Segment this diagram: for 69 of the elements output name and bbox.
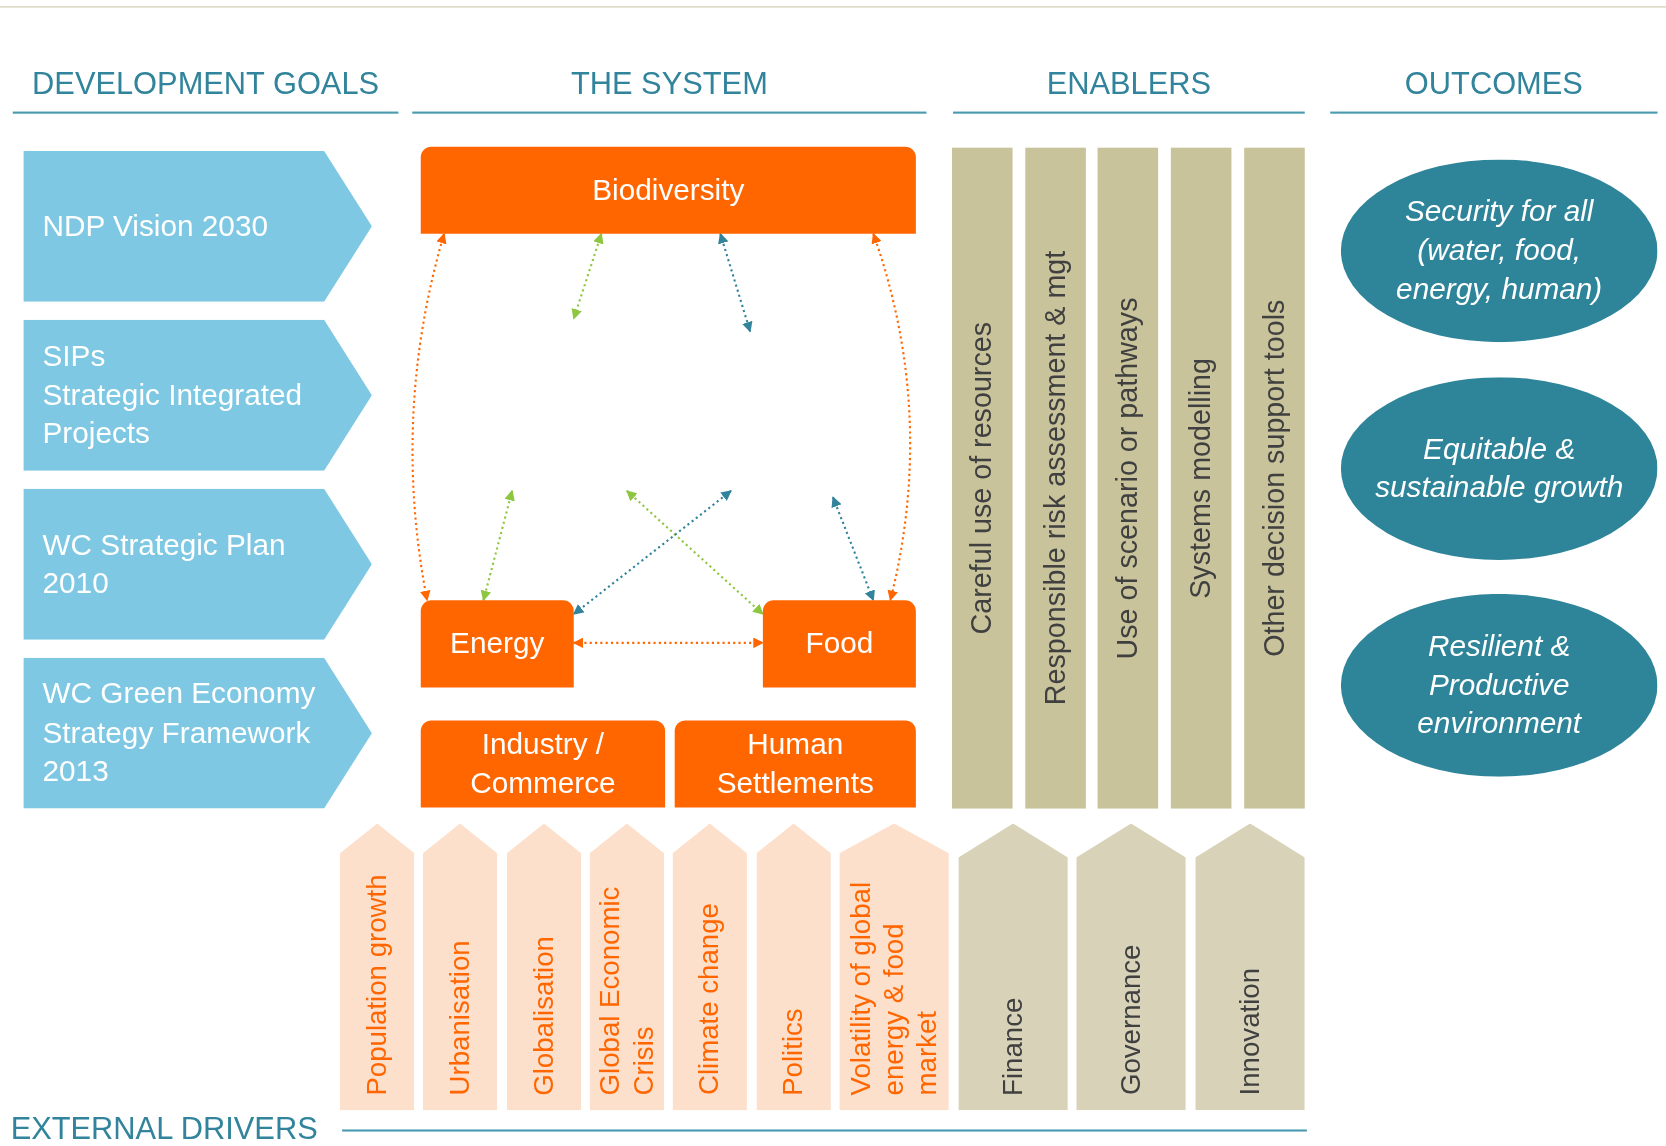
enabler-label: Careful use of resources	[965, 321, 999, 635]
double-arrow	[571, 232, 604, 320]
double-arrow	[718, 232, 753, 333]
goal-banner	[23, 319, 372, 471]
goal-text: SIPs	[42, 338, 107, 375]
system-box	[762, 600, 916, 688]
driver-label: Climate change	[693, 903, 727, 1096]
enabler-column	[1025, 147, 1086, 809]
system-box	[420, 146, 916, 234]
enabler-tab	[1195, 823, 1305, 1111]
column-heading: EXTERNAL DRIVERS	[10, 1111, 318, 1146]
driver-tab	[672, 823, 747, 1111]
driver-tab	[340, 823, 415, 1111]
enabler-label: Finance	[996, 997, 1030, 1096]
outcome-text: Equitable & sustainable growth	[1374, 431, 1625, 506]
driver-label: Population growth	[360, 874, 394, 1096]
double-arrow	[411, 232, 447, 602]
driver-label: Globalisation	[527, 935, 561, 1096]
system-label: Industry / Commerce	[469, 726, 617, 801]
column-heading: THE SYSTEM	[569, 65, 769, 101]
outcome-text: Resilient & Productive environment	[1416, 628, 1583, 742]
enabler-column	[1244, 147, 1305, 809]
system-label: Energy	[450, 625, 545, 662]
enabler-label: Use of scenario or pathways	[1110, 297, 1145, 660]
enabler-column	[952, 147, 1013, 809]
driver-label: Global Economic Crisis	[593, 885, 660, 1096]
system-box	[420, 600, 574, 688]
goal-text: Strategic Integrated Projects	[42, 377, 304, 452]
driver-label: Urbanisation	[443, 940, 477, 1096]
enabler-column	[1097, 147, 1159, 809]
double-arrow	[831, 496, 875, 602]
enabler-tab	[1076, 823, 1186, 1111]
driver-label: Politics	[777, 1007, 810, 1096]
enabler-label: Governance	[1114, 944, 1148, 1096]
system-label: Food	[805, 625, 874, 662]
goal-text: WC Green Economy Strategy Framework 2013	[42, 676, 317, 790]
system-box	[674, 720, 916, 808]
enabler-column	[1170, 147, 1232, 809]
system-label: Human Settlements	[715, 726, 875, 801]
goal-banner	[23, 488, 372, 640]
outcome-text: Security for all (water, food, energy, human)	[1395, 193, 1604, 308]
outcome-ellipse	[1340, 159, 1658, 343]
column-heading: OUTCOMES	[1403, 65, 1584, 101]
double-arrow	[572, 490, 732, 615]
enabler-label: Other decision support tools	[1257, 299, 1292, 657]
driver-tab	[589, 823, 665, 1111]
double-arrow	[626, 490, 764, 615]
goal-text: WC Strategic Plan 2010	[42, 526, 287, 602]
driver-tab	[839, 823, 949, 1111]
goal-banner	[23, 150, 372, 302]
double-arrow	[480, 489, 515, 602]
goal-banner	[23, 657, 372, 809]
driver-tab	[422, 823, 498, 1111]
enabler-label: Innovation	[1233, 967, 1267, 1096]
goal-text: NDP Vision 2030	[42, 208, 269, 245]
column-heading: DEVELOPMENT GOALS	[31, 65, 381, 101]
driver-tab	[756, 823, 831, 1111]
outcome-ellipse	[1340, 593, 1658, 777]
driver-label: Volatility of global energy & food market	[844, 880, 944, 1096]
driver-tab	[506, 823, 582, 1111]
double-arrow	[871, 232, 912, 602]
system-label: Biodiversity	[592, 171, 745, 208]
enabler-label: Systems modelling	[1184, 357, 1218, 599]
column-heading: ENABLERS	[1045, 65, 1213, 101]
double-arrow	[572, 637, 764, 649]
enabler-label: Responsible risk assessment & mgt	[1038, 250, 1073, 706]
outcome-ellipse	[1340, 377, 1658, 560]
enabler-tab	[958, 823, 1068, 1111]
system-box	[420, 720, 666, 808]
